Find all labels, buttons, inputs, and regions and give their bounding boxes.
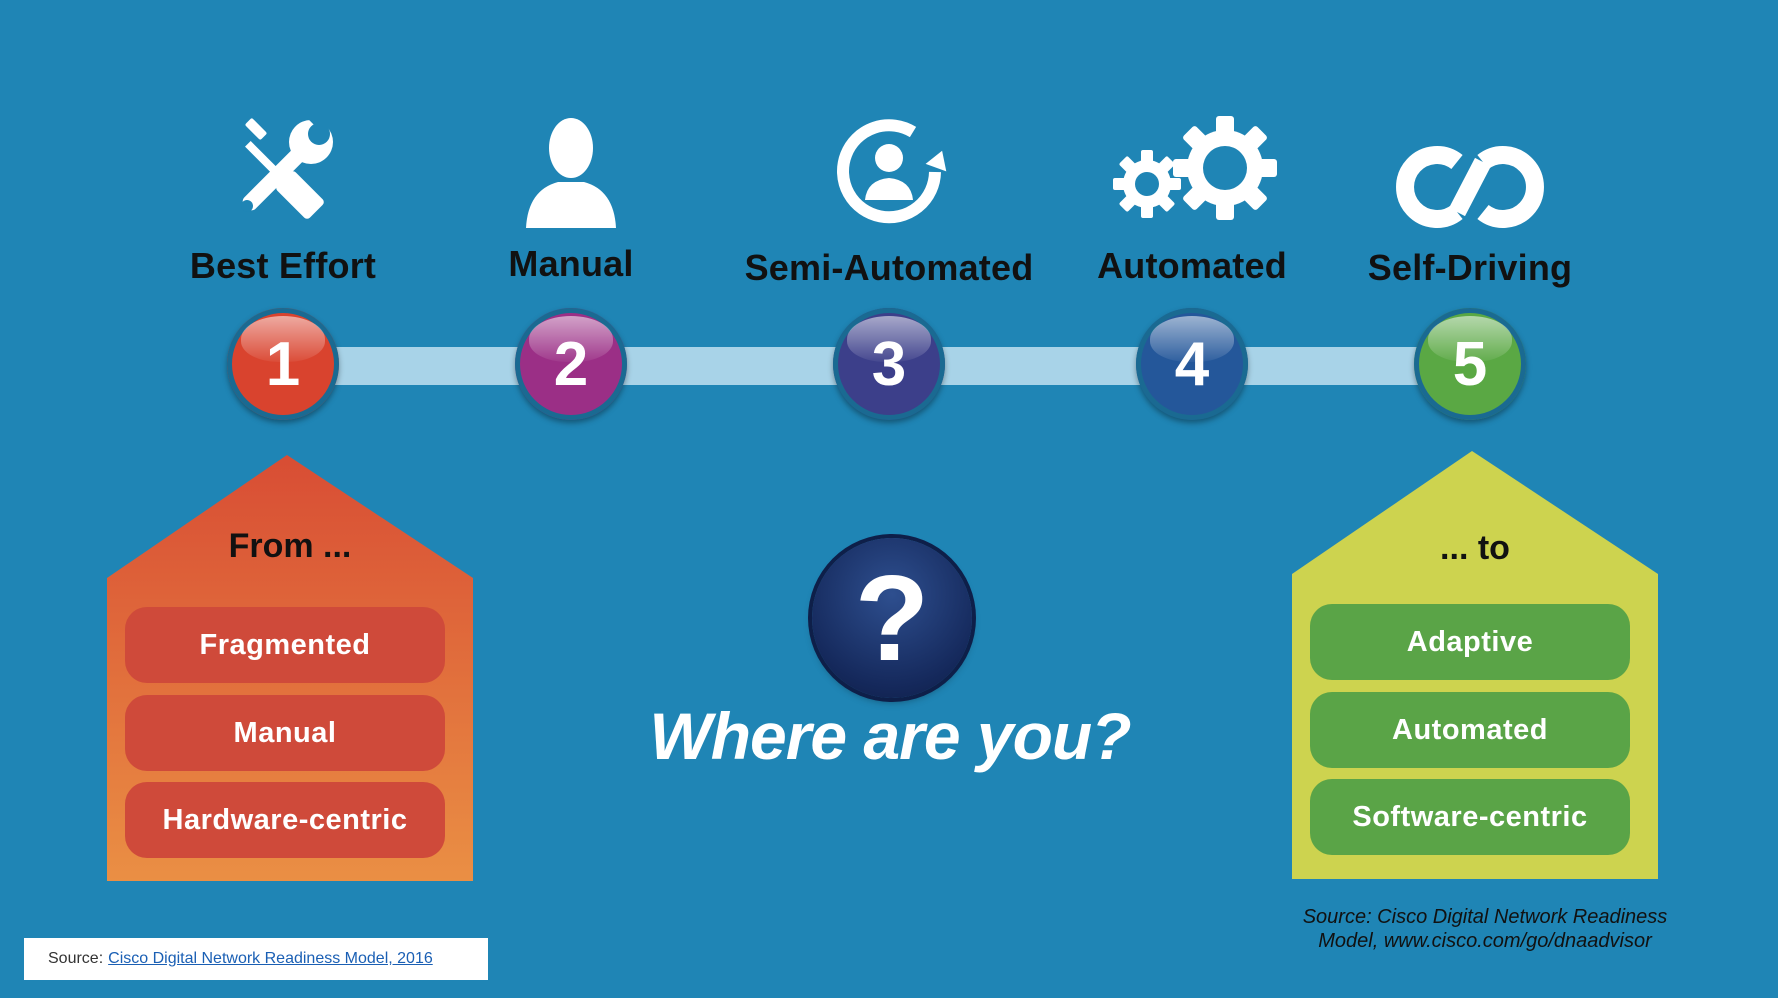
stage-label: Best Effort — [189, 245, 377, 286]
where-are-you-text: Where are you? — [649, 699, 1131, 773]
from-house: From ... Fragmented Manual Hardware-cent… — [107, 455, 473, 881]
source-line: Model, www.cisco.com/go/dnaadvisor — [1318, 930, 1652, 952]
stage-number: 3 — [871, 329, 907, 399]
from-house-title: From ... — [228, 527, 352, 565]
from-item: Manual — [125, 695, 445, 771]
tools-icon — [223, 108, 343, 235]
stage-number-badge: 1 — [227, 308, 339, 420]
user-cycle-icon — [827, 110, 951, 239]
to-item: Automated — [1310, 692, 1630, 768]
gears-icon — [1107, 110, 1277, 235]
from-item: Fragmented — [125, 607, 445, 683]
stage-label: Manual — [508, 243, 634, 284]
source-note: Source: Cisco Digital Network Readiness … — [1240, 905, 1730, 953]
stage-number-badge: 4 — [1136, 308, 1248, 420]
source-box: Source: Cisco Digital Network Readiness … — [24, 938, 488, 980]
question-mark-icon: ? — [812, 538, 972, 698]
person-icon — [516, 110, 626, 235]
stage-number-badge: 2 — [515, 308, 627, 420]
stage-number-badge: 5 — [1414, 308, 1526, 420]
from-item: Hardware-centric — [125, 782, 445, 858]
stage-number: 1 — [265, 329, 301, 399]
to-house: ... to Adaptive Automated Software-centr… — [1292, 451, 1658, 879]
to-house-title: ... to — [1440, 529, 1510, 567]
to-item: Adaptive — [1310, 604, 1630, 680]
stage-number-badge: 3 — [833, 308, 945, 420]
infinity-icon — [1395, 142, 1545, 237]
source-prefix: Source: — [48, 950, 104, 967]
stage-label: Self-Driving — [1367, 247, 1573, 288]
stage-label: Semi-Automated — [744, 247, 1034, 288]
stage-number: 2 — [553, 329, 589, 399]
to-item: Software-centric — [1310, 779, 1630, 855]
source-line: Source: Cisco Digital Network Readiness — [1302, 906, 1668, 928]
stage-number: 5 — [1452, 329, 1488, 399]
stage-label: Automated — [1097, 245, 1287, 286]
stage-number: 4 — [1174, 329, 1210, 399]
source-link[interactable]: Cisco Digital Network Readiness Model, 2… — [108, 950, 433, 967]
